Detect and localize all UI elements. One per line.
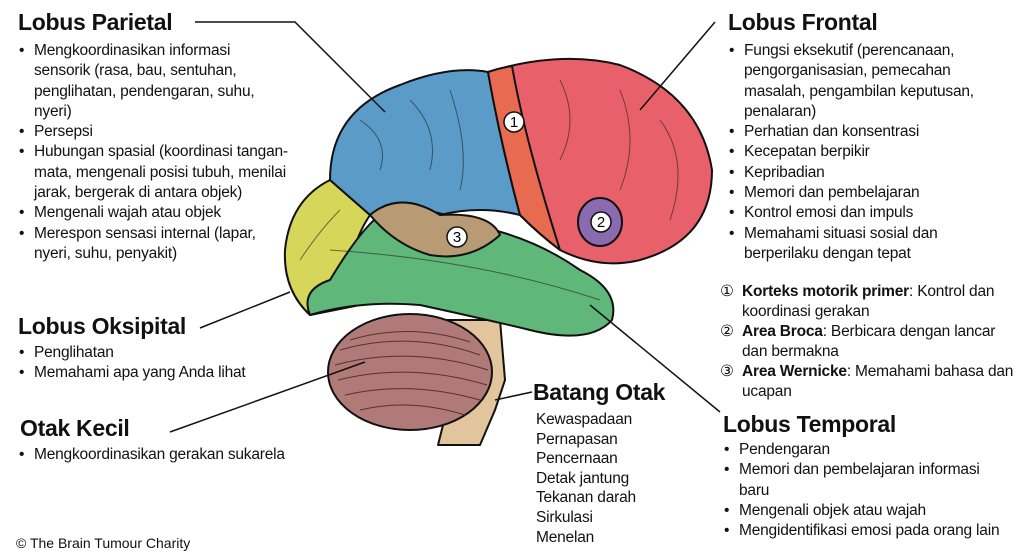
list-item: Pencernaan	[536, 450, 618, 468]
list-item: Kecepatan berpikir	[728, 142, 1008, 163]
temporal-title: Lobus Temporal	[723, 411, 896, 437]
motor-cortex	[487, 65, 561, 251]
list-item: Kepribadian	[728, 163, 1008, 184]
parietal-title: Lobus Parietal	[18, 9, 173, 35]
brain-folds	[299, 79, 679, 301]
cerebellum-list: Mengkoordinasikan gerakan sukarela	[18, 445, 338, 466]
marker-3: 3	[453, 229, 461, 246]
list-item: Menelan	[536, 528, 595, 546]
list-item: Hubungan spasial (koordinasi tangan-mata…	[18, 142, 288, 203]
marker-1: 1	[510, 114, 518, 131]
wernicke-area	[369, 201, 501, 258]
list-item: Mengenali objek atau wajah	[723, 501, 1013, 522]
list-item: Mengenali wajah atau objek	[18, 203, 288, 224]
list-item: Fungsi eksekutif (perencanaan, pengorgan…	[728, 41, 1008, 122]
list-item: Mengkoordinasikan gerakan sukarela	[18, 445, 338, 466]
list-item: Mengidentifikasi emosi pada orang lain	[723, 521, 1013, 542]
credit-text: © The Brain Tumour Charity	[16, 535, 191, 551]
list-item: Detak jantung	[536, 469, 630, 487]
brainstem-list: Kewaspadaan Pernapasan Pencernaan Detak …	[536, 410, 636, 547]
list-item: Merespon sensasi internal (lapar, nyeri,…	[18, 224, 288, 265]
marker-2-circle	[590, 211, 612, 233]
occipital-title: Lobus Oksipital	[18, 313, 187, 339]
parietal-list: Mengkoordinasikan informasi sensorik (ra…	[18, 41, 288, 264]
frontal-list: Fungsi eksekutif (perencanaan, pengorgan…	[728, 41, 1008, 264]
list-item: Memori dan pembelajaran	[728, 183, 1008, 204]
list-item: Kewaspadaan	[536, 411, 633, 428]
brainstem-title: Batang Otak	[533, 379, 666, 405]
list-item: Perhatian dan konsentrasi	[728, 122, 1008, 143]
list-item: Memahami apa yang Anda lihat	[18, 363, 298, 384]
list-item: Mengkoordinasikan informasi sensorik (ra…	[18, 41, 288, 122]
leader-lines	[169, 21, 721, 433]
list-item: Sirkulasi	[536, 508, 593, 526]
temporal-list: Pendengaran Memori dan pembelajaran info…	[723, 440, 1013, 542]
marker-2: 2	[597, 214, 605, 231]
list-item: Pendengaran	[723, 440, 1013, 461]
list-item: Memahami situasi sosial dan berperilaku …	[728, 224, 1008, 265]
temporal-lobe	[306, 208, 615, 337]
list-item: Kontrol emosi dan impuls	[728, 203, 1008, 224]
list-item: Penglihatan	[18, 343, 298, 364]
list-item: Tekanan darah	[536, 489, 636, 507]
occipital-list: Penglihatan Memahami apa yang Anda lihat	[18, 343, 298, 384]
frontal-title: Lobus Frontal	[728, 9, 878, 35]
list-item: Memori dan pembelajaran informasi baru	[723, 460, 1013, 501]
marker-1-circle	[503, 111, 525, 133]
marker-3-circle	[446, 226, 468, 248]
list-item: Pernapasan	[536, 430, 618, 448]
cerebellum-title: Otak Kecil	[20, 415, 130, 441]
list-item: Persepsi	[18, 122, 288, 143]
